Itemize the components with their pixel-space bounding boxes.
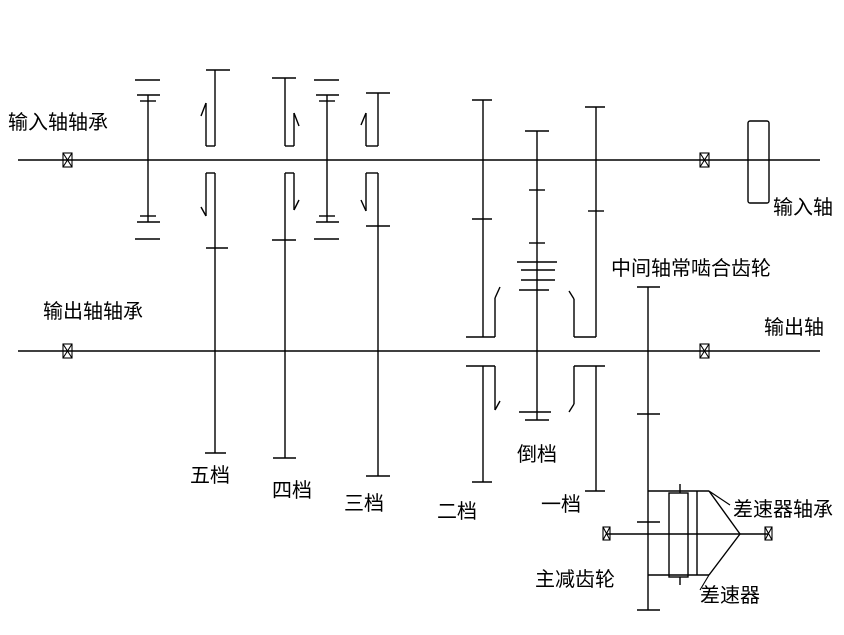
input-shaft-left-bearing xyxy=(62,152,73,168)
label-differential: 差速器 xyxy=(700,583,760,607)
gear-4-input xyxy=(272,77,300,241)
reverse-gear xyxy=(517,130,557,421)
label-gear-1: 一档 xyxy=(541,492,581,516)
input-shaft-gear xyxy=(747,120,770,204)
output-shaft-left-bearing xyxy=(62,343,73,359)
output-shaft-right-bearing xyxy=(699,343,710,359)
gear-4-output xyxy=(273,240,296,459)
label-gear-5: 五档 xyxy=(190,463,230,487)
label-output-bearing: 输出轴轴承 xyxy=(43,299,143,323)
differential-leader xyxy=(699,574,710,591)
countershaft-constant-mesh-gear xyxy=(637,286,660,611)
label-diff-bearing: 差速器轴承 xyxy=(733,497,833,521)
label-input-shaft: 输入轴 xyxy=(773,195,833,219)
label-reverse: 倒档 xyxy=(517,442,557,466)
synchronizer-middle xyxy=(314,79,339,240)
label-final-drive: 主减齿轮 xyxy=(535,567,615,591)
differential-assembly xyxy=(606,484,768,585)
gear-2-output xyxy=(466,365,501,483)
differential-right-bearing xyxy=(764,526,773,541)
differential-left-bearing xyxy=(602,526,611,541)
gear-3-input xyxy=(360,92,390,227)
gear-5-output xyxy=(205,248,226,454)
gear-3-output xyxy=(366,226,390,477)
gear-1-output xyxy=(568,365,605,492)
gear-1-input xyxy=(568,106,605,338)
gear-5-input xyxy=(200,69,230,249)
label-gear-3: 三档 xyxy=(344,491,384,515)
input-shaft-right-bearing xyxy=(699,152,710,168)
synchronizer-left xyxy=(135,79,160,240)
label-gear-4: 四档 xyxy=(272,478,312,502)
diff-bearing-leader xyxy=(708,490,731,506)
label-gear-2: 二档 xyxy=(437,499,477,523)
gear-2-input xyxy=(466,99,501,338)
label-output-shaft: 输出轴 xyxy=(764,315,824,339)
label-countershaft-gear: 中间轴常啮合齿轮 xyxy=(611,256,771,280)
label-input-bearing: 输入轴轴承 xyxy=(8,110,108,134)
